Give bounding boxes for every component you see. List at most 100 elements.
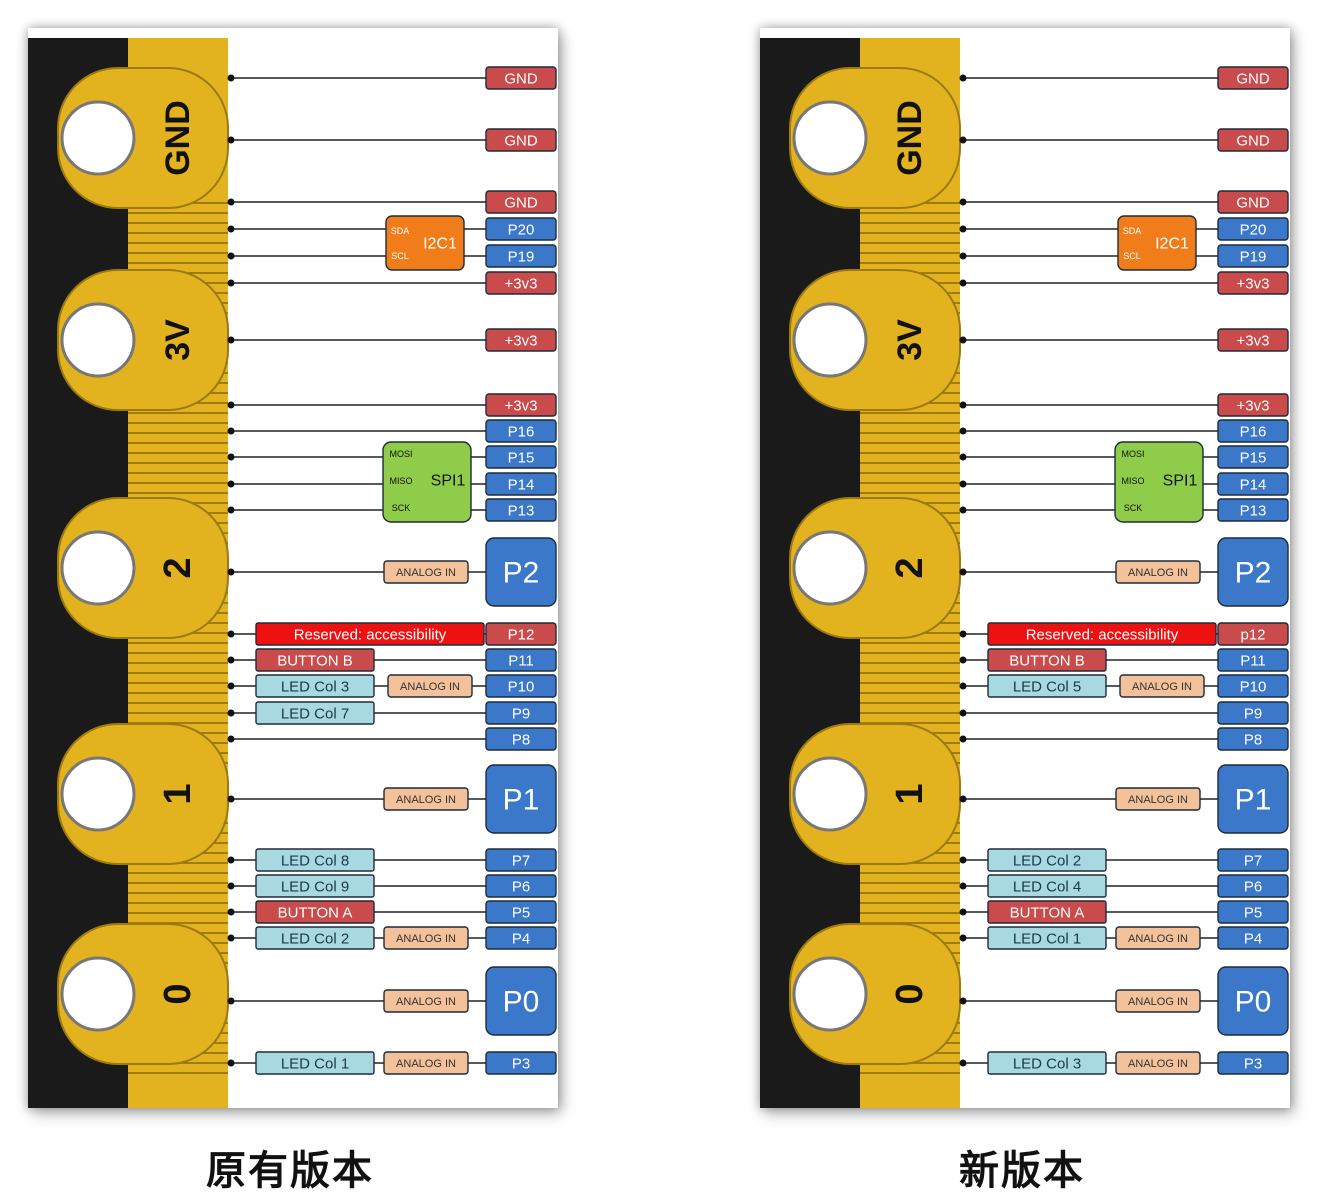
pin-box-P16 [1217,419,1289,443]
pin-box-+3v3 [485,328,557,352]
analog-in-badge [1115,926,1201,950]
pin-box-P10 [485,674,557,698]
pin-box-P0-label: P0 [1235,986,1272,1019]
pad-label-1: 3V [891,319,929,361]
analog-in-badge-label: ANALOG IN [396,996,456,1008]
pin-box-P8-label: P8 [512,732,530,749]
pin-box-P7 [485,848,557,872]
wire-dot [959,74,967,82]
wire-dot [227,480,235,488]
caption-new-version: 新版本 [959,1148,1085,1194]
pin-box-P14-label: P14 [1240,477,1267,494]
analog-in-badge-label: ANALOG IN [1128,567,1188,579]
function-label-p11 [255,648,375,672]
pad-hole-3 [60,756,136,832]
wire-dot [227,427,235,435]
pin-box-P13 [485,498,557,522]
wire-dot [227,198,235,206]
wire-dot [959,453,967,461]
pin-box-P4-label: P4 [1244,931,1262,948]
analog-in-badge-label: ANALOG IN [1128,1058,1188,1070]
pad-label-1: 3V [159,319,197,361]
wire-dot [227,453,235,461]
function-label-p5-label: BUTTON A [1010,905,1085,922]
wire-dot [959,630,967,638]
wire-dot [227,934,235,942]
pin-box-P0 [1217,966,1289,1036]
wire-dot [959,336,967,344]
analog-in-badge-label: ANALOG IN [396,567,456,579]
function-label-p6-label: LED Col 4 [1013,879,1081,896]
pin-box-P15 [1217,445,1289,469]
pin-box-P10 [1217,674,1289,698]
function-label-p4-label: LED Col 2 [281,931,349,948]
wire-dot [959,252,967,260]
pin-box-P15-label: P15 [1240,450,1267,467]
wire-dot [959,568,967,576]
pin-box-GND-label: GND [504,71,538,88]
pin-box-GND-label: GND [1236,133,1270,150]
wire-dot [227,882,235,890]
pin-box-P5 [1217,900,1289,924]
pin-box-P2-label: P2 [1235,557,1272,590]
pad-hole-1 [60,302,136,378]
function-label-p4 [987,926,1107,950]
pin-box-P16 [485,419,557,443]
pin-box-P13-label: P13 [508,503,535,520]
reserved-accessibility-label-label: Reserved: accessibility [294,627,447,644]
wire-dot [959,908,967,916]
pin-box-P3-label: P3 [1244,1056,1262,1073]
pin-box-P19-label: P19 [508,249,535,266]
wire-dot [227,682,235,690]
pinout-diagram-original: GND3V210GNDGNDGNDP20P19+3v3+3v3+3v3P16P1… [28,38,557,1108]
pin-box-P5-label: P5 [1244,905,1262,922]
pin-box-P1 [485,764,557,834]
pin-box-GND [485,190,557,214]
wire-dot [959,480,967,488]
wire-dot [227,795,235,803]
function-label-p4 [255,926,375,950]
diagram-root: GND3V210GNDGNDGNDP20P19+3v3+3v3+3v3P16P1… [28,38,557,1108]
function-label-p3-label: LED Col 3 [1013,1056,1081,1073]
strip-notch [960,38,967,158]
strip-notch [960,493,967,613]
analog-in-badge [1115,560,1201,584]
pin-box-GND [485,66,557,90]
i2c-scl-label: SCL [1123,251,1141,261]
pad-label-3: 1 [157,783,199,804]
pin-box-P11-label: P11 [508,653,534,670]
pin-box-P1-label: P1 [503,784,540,817]
function-label-p6-label: LED Col 9 [281,879,349,896]
function-label-p11 [987,648,1107,672]
wire-dot [959,682,967,690]
analog-in-badge-label: ANALOG IN [396,933,456,945]
wire-dot [959,709,967,717]
pin-box-P15 [485,445,557,469]
pin-box-P16-label: P16 [508,424,535,441]
analog-in-badge [387,674,473,698]
wire-dot [959,1059,967,1067]
pad-hole-3 [792,756,868,832]
pin-box-P11 [1217,648,1289,672]
pin-box-P12 [485,622,557,646]
pin-box-P1-label: P1 [1235,784,1272,817]
pad-hole-2 [60,530,136,606]
function-label-p10-label: LED Col 3 [281,679,349,696]
function-label-p7-label: LED Col 2 [1013,853,1081,870]
pin-box-+3v3-label: +3v3 [1237,398,1270,415]
wire-dot [227,1059,235,1067]
pad-hole-0 [60,100,136,176]
function-label-p6 [987,874,1107,898]
wire-dot [227,74,235,82]
function-label-p7 [987,848,1107,872]
pin-box-P5-label: P5 [512,905,530,922]
wire-dot [227,630,235,638]
wire-dot [227,568,235,576]
pin-box-P20 [1217,217,1289,241]
pin-box-P4-label: P4 [512,931,530,948]
function-label-p9-label: LED Col 7 [281,706,349,723]
pin-box-P7-label: P7 [512,853,530,870]
i2c-name: I2C1 [1155,236,1189,253]
